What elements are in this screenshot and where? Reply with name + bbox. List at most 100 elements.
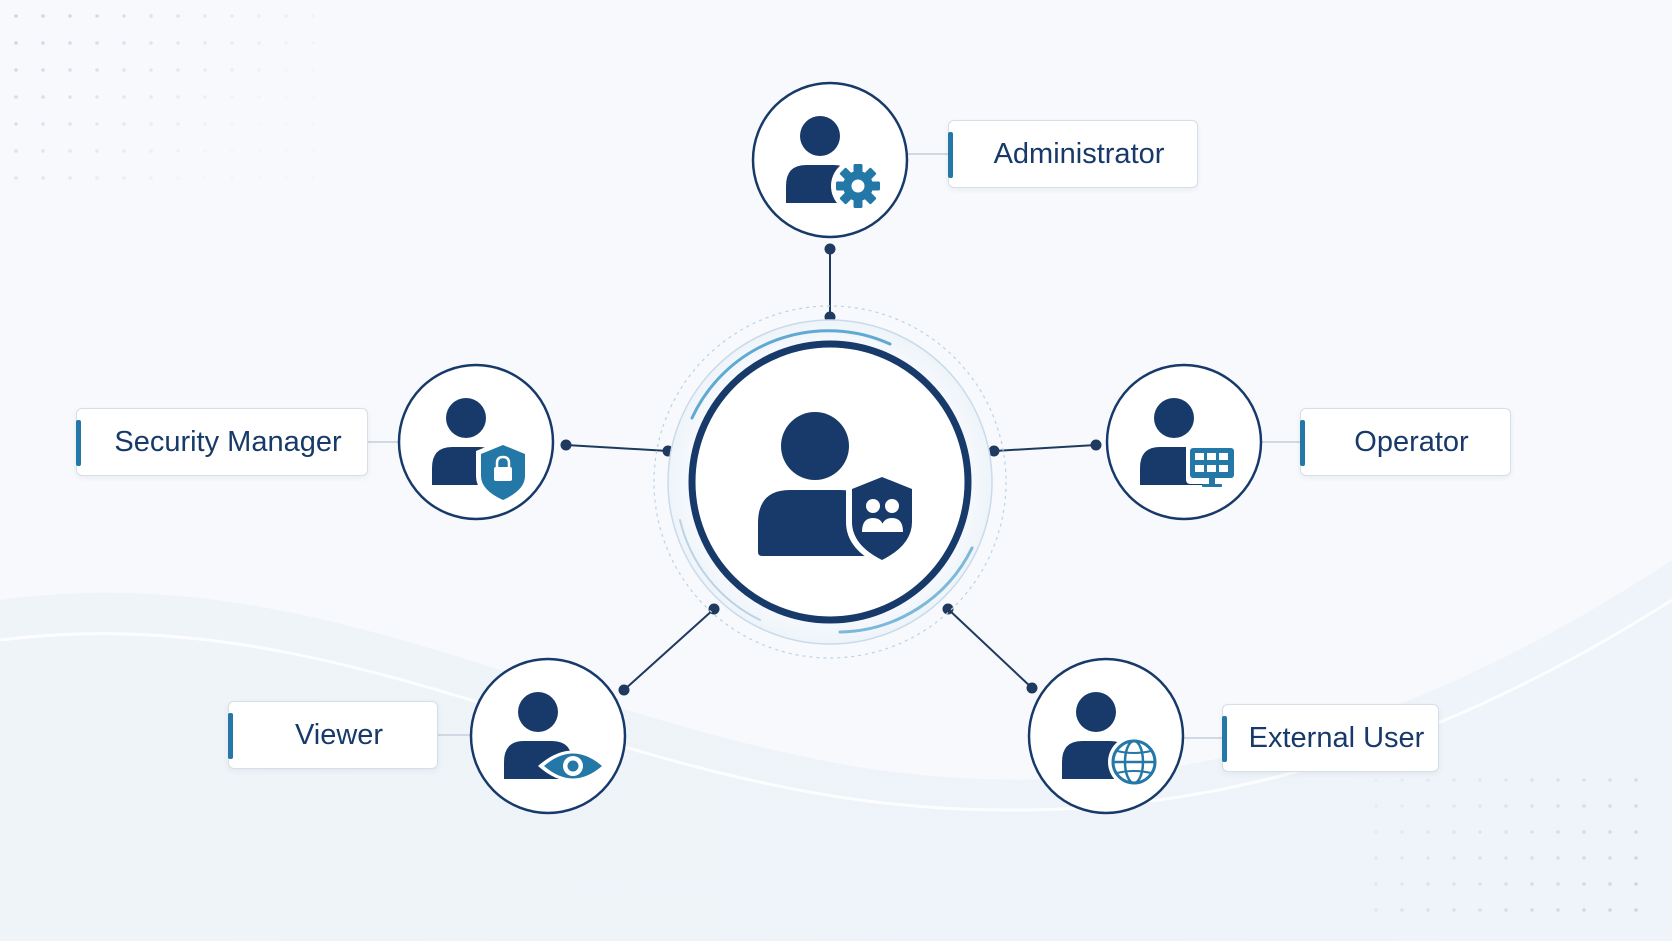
decorative-dot bbox=[41, 14, 45, 18]
decorative-dot bbox=[230, 14, 234, 18]
role-label-viewer: Viewer bbox=[228, 701, 438, 769]
decorative-dot bbox=[149, 95, 153, 99]
monitor-grid-icon bbox=[1186, 444, 1238, 487]
label-accent-bar bbox=[228, 713, 233, 759]
node-security-manager bbox=[397, 363, 555, 521]
role-label-text: Administrator bbox=[993, 137, 1165, 170]
decorative-dot bbox=[95, 68, 99, 72]
decorative-dot bbox=[1504, 908, 1508, 912]
label-accent-bar bbox=[948, 132, 953, 178]
decorative-dot bbox=[68, 95, 72, 99]
decorative-dot bbox=[68, 176, 72, 180]
decorative-dot bbox=[284, 14, 288, 18]
decorative-dot bbox=[1478, 830, 1482, 834]
decorative-dot bbox=[284, 41, 288, 45]
decorative-dot bbox=[257, 149, 261, 153]
decorative-dot bbox=[14, 122, 18, 126]
decorative-dot bbox=[203, 149, 207, 153]
role-label-external-user: External User bbox=[1222, 704, 1439, 772]
decorative-dot bbox=[41, 95, 45, 99]
decorative-dot bbox=[1426, 830, 1430, 834]
decorative-dot bbox=[68, 41, 72, 45]
decorative-dot bbox=[1374, 830, 1378, 834]
decorative-dot bbox=[14, 14, 18, 18]
decorative-dot bbox=[1608, 856, 1612, 860]
decorative-dot bbox=[41, 176, 45, 180]
decorative-dot bbox=[1400, 856, 1404, 860]
decorative-dot bbox=[311, 122, 315, 126]
decorative-dot bbox=[176, 122, 180, 126]
decorative-dot bbox=[284, 122, 288, 126]
decorative-dot bbox=[1452, 908, 1456, 912]
role-label-text: Operator bbox=[1354, 425, 1469, 458]
decorative-dot bbox=[1400, 882, 1404, 886]
decorative-dot bbox=[41, 41, 45, 45]
decorative-dot bbox=[41, 122, 45, 126]
decorative-dot bbox=[68, 14, 72, 18]
decorative-dot bbox=[1374, 908, 1378, 912]
decorative-dot bbox=[1556, 908, 1560, 912]
decorative-dot bbox=[311, 41, 315, 45]
decorative-dot bbox=[284, 176, 288, 180]
decorative-dot bbox=[203, 122, 207, 126]
decorative-dot bbox=[230, 68, 234, 72]
decorative-dot bbox=[1374, 856, 1378, 860]
decorative-dot bbox=[1530, 804, 1534, 808]
decorative-dot bbox=[95, 41, 99, 45]
role-label-text: Viewer bbox=[294, 718, 384, 751]
decorative-dot bbox=[311, 95, 315, 99]
role-label-text: External User bbox=[1248, 721, 1425, 754]
decorative-dot bbox=[257, 68, 261, 72]
decorative-dot bbox=[311, 149, 315, 153]
decorative-dot bbox=[1452, 882, 1456, 886]
decorative-dot bbox=[1374, 804, 1378, 808]
decorative-dot bbox=[1582, 882, 1586, 886]
decorative-dot bbox=[1400, 778, 1404, 782]
decorative-dot bbox=[1504, 804, 1508, 808]
decorative-dot bbox=[1504, 778, 1508, 782]
decorative-dot bbox=[1556, 778, 1560, 782]
decorative-dot bbox=[149, 41, 153, 45]
decorative-dot bbox=[1608, 804, 1612, 808]
gear-icon bbox=[831, 159, 885, 213]
decorative-dot bbox=[1530, 830, 1534, 834]
role-label-operator: Operator bbox=[1300, 408, 1511, 476]
decorative-dot bbox=[122, 95, 126, 99]
role-label-security-manager: Security Manager bbox=[76, 408, 368, 476]
decorative-dot bbox=[1452, 804, 1456, 808]
decorative-dot bbox=[95, 149, 99, 153]
decorative-dot bbox=[1478, 856, 1482, 860]
decorative-dot bbox=[284, 95, 288, 99]
decorative-dot bbox=[203, 176, 207, 180]
decorative-dot bbox=[1478, 778, 1482, 782]
decorative-dot bbox=[257, 41, 261, 45]
decorative-dot bbox=[1426, 804, 1430, 808]
decorative-dot bbox=[1634, 804, 1638, 808]
decorative-dot bbox=[149, 122, 153, 126]
decorative-dot bbox=[1556, 882, 1560, 886]
decorative-dot bbox=[1426, 908, 1430, 912]
decorative-dot bbox=[176, 41, 180, 45]
decorative-dot bbox=[95, 95, 99, 99]
central-hub bbox=[653, 305, 1007, 659]
decorative-dot bbox=[41, 149, 45, 153]
decorative-dot bbox=[122, 176, 126, 180]
decorative-dot bbox=[311, 68, 315, 72]
decorative-dot bbox=[1478, 908, 1482, 912]
decorative-dot bbox=[68, 68, 72, 72]
decorative-dot bbox=[1426, 856, 1430, 860]
decorative-dot bbox=[1426, 882, 1430, 886]
decorative-dot bbox=[95, 14, 99, 18]
decorative-dot bbox=[1426, 778, 1430, 782]
decorative-dot bbox=[230, 122, 234, 126]
decorative-dot bbox=[1582, 804, 1586, 808]
decorative-dot bbox=[122, 149, 126, 153]
decorative-dot bbox=[1478, 882, 1482, 886]
decorative-dot bbox=[1634, 882, 1638, 886]
decorative-dot bbox=[1530, 908, 1534, 912]
decorative-dot bbox=[176, 176, 180, 180]
label-accent-bar bbox=[1222, 716, 1227, 762]
decorative-dot bbox=[1504, 856, 1508, 860]
decorative-dot bbox=[1400, 830, 1404, 834]
